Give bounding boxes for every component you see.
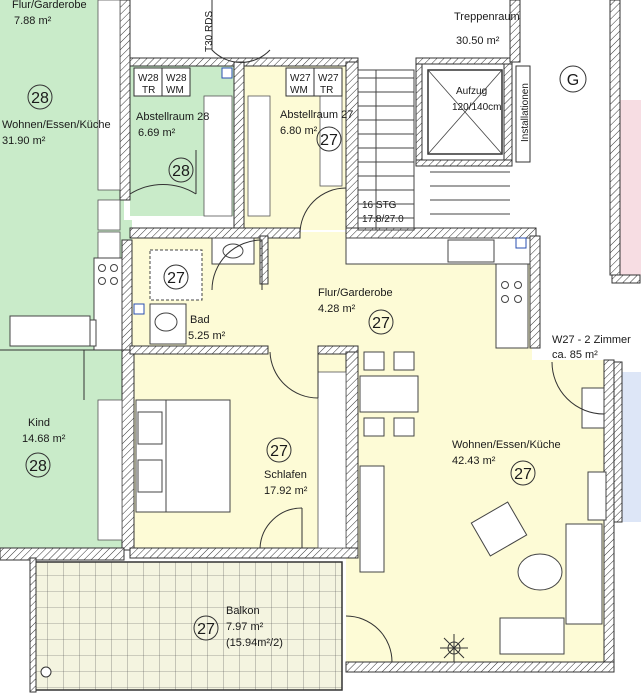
kitchen-27	[345, 237, 531, 349]
room-area-abstell-27: 6.80 m²	[280, 125, 318, 137]
installations-label: Installationen	[520, 83, 531, 142]
balcony-drain-icon	[40, 666, 52, 678]
room-name-schlafen: Schlafen	[264, 469, 307, 481]
w28-tr-sub: TR	[142, 85, 155, 96]
w28-wm-sub: WM	[166, 85, 184, 96]
room-area-wohnen-27: 42.43 m²	[452, 455, 496, 467]
wardrobe	[97, 371, 347, 549]
room-name-abstell-27: Abstellraum 27	[280, 109, 353, 121]
unit-badge-27-flur: 27	[372, 315, 390, 332]
apartment-label: W27 - 2 Zimmer	[552, 334, 631, 346]
unit-badge-28-living: 28	[31, 90, 49, 107]
room-area-wohnen-28: 31.90 m²	[2, 135, 46, 147]
room-name-flur-28: Flur/Garderobe	[12, 0, 87, 11]
unit-badge-28-abstell: 28	[172, 163, 190, 180]
plant-icon	[440, 634, 468, 662]
elevator	[427, 65, 531, 163]
kind-room-lines	[0, 349, 122, 400]
w27-tr-label: W27	[318, 73, 339, 84]
elevator-dim-label: 120/140cm	[452, 102, 501, 113]
living-furniture	[359, 351, 607, 655]
room-area-abstell-28: 6.69 m²	[138, 127, 176, 139]
neighbor-unit-blue	[622, 372, 641, 522]
room-name-treppenraum: Treppenraum	[454, 11, 520, 23]
room-area-flur-27: 4.28 m²	[318, 303, 356, 315]
stg-label: 16 STG	[362, 200, 397, 211]
storage-shelves	[97, 0, 343, 293]
room-name-flur-27: Flur/Garderobe	[318, 287, 393, 299]
unit-badge-27-abstell: 27	[320, 132, 338, 149]
room-name-balkon: Balkon	[226, 605, 260, 617]
unit-badge-27-schlafen: 27	[270, 443, 288, 460]
room-area-flur-28: 7.88 m²	[14, 15, 52, 27]
kitchen-28	[9, 257, 123, 351]
room-area-kind: 14.68 m²	[22, 433, 66, 445]
w28-wm-label: W28	[166, 73, 187, 84]
riser-markers	[133, 67, 527, 315]
bed	[135, 399, 231, 513]
unit-badge-27-balkon: 27	[197, 621, 215, 638]
unit-badge-27-bad: 27	[167, 270, 185, 287]
room-name-abstell-28: Abstellraum 28	[136, 111, 209, 123]
room-area-treppenraum: 30.50 m²	[456, 35, 500, 47]
wm-tr-boxes	[133, 67, 343, 97]
w28-tr-label: W28	[138, 73, 159, 84]
room-name-bad: Bad	[190, 314, 210, 326]
labels: Flur/Garderobe 7.88 m² 28 Wohnen/Essen/K…	[2, 0, 631, 649]
room-area-schlafen: 17.92 m²	[264, 485, 308, 497]
t30-label: T30 RDS	[204, 11, 215, 52]
staircase	[357, 69, 510, 231]
w27-tr-sub: TR	[320, 85, 333, 96]
room-name-wohnen-27: Wohnen/Essen/Küche	[452, 439, 561, 451]
apartment-area-label: ca. 85 m²	[552, 349, 598, 361]
elevator-label: Aufzug	[456, 86, 487, 97]
room-area-balkon-half: (15.94m²/2)	[226, 637, 283, 649]
stg-dim-label: 17.8/27.0	[362, 214, 404, 225]
room-name-wohnen-28: Wohnen/Essen/Küche	[2, 119, 111, 131]
door-swings	[129, 0, 605, 663]
w27-wm-sub: WM	[290, 85, 308, 96]
room-name-kind: Kind	[28, 417, 50, 429]
balcony-floor	[33, 561, 343, 691]
unit-badge-27-wohnen: 27	[514, 466, 532, 483]
stair-g-marker: G	[567, 72, 579, 89]
room-area-balkon: 7.97 m²	[226, 621, 264, 633]
neighbor-unit-pink	[620, 100, 641, 275]
room-area-bad: 5.25 m²	[188, 330, 226, 342]
unit-badge-28-kind: 28	[29, 458, 47, 475]
w27-wm-label: W27	[290, 73, 311, 84]
